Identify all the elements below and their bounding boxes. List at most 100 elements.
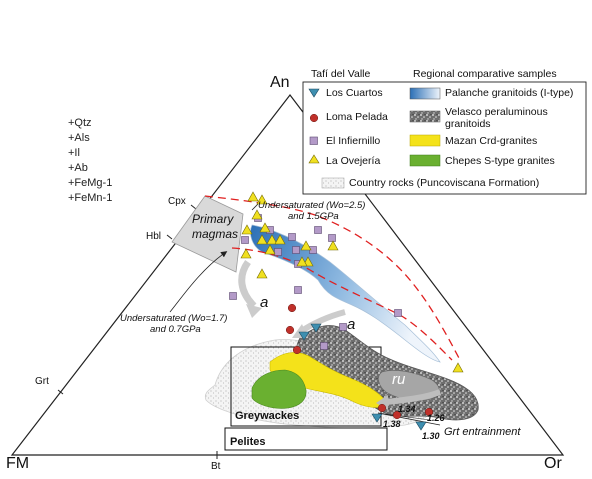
legend-chepes-swatch — [409, 154, 441, 167]
phase-ab: +Ab — [68, 162, 88, 174]
la-ovejeria-marker — [247, 191, 259, 202]
primary-magmas-label-1: Primary — [192, 212, 234, 226]
grt-bracket-2 — [377, 412, 431, 421]
loma-pelada-marker — [392, 410, 402, 420]
cpx-tick — [190, 204, 197, 210]
pelites-label: Pelites — [230, 436, 266, 448]
ru-field — [378, 370, 440, 401]
greywackes-label: Greywackes — [235, 410, 300, 422]
el-infiernillo-marker — [294, 286, 302, 294]
la-ovejeria-marker — [452, 362, 464, 373]
primary-magmas-label-2: magmas — [192, 227, 239, 241]
value-1-26: 1.26 — [427, 413, 445, 423]
el-infiernillo-marker — [320, 342, 328, 350]
legend-el-infiernillo-symbol — [309, 136, 318, 145]
legend-velasco-1: Velasco peraluminous — [445, 106, 548, 118]
los-cuartos-marker — [415, 421, 427, 431]
legend-chepes: Chepes S-type granites — [445, 155, 555, 167]
el-infiernillo-marker — [339, 323, 347, 331]
undersat-high-label-1: Undersaturated (Wo=2.5) — [258, 200, 366, 211]
el-infiernillo-marker — [394, 309, 402, 317]
sample-markers — [229, 191, 464, 431]
la-ovejeria-marker — [274, 234, 286, 245]
apex-or: Or — [544, 455, 562, 472]
legend-la-ovejeria: La Ovejería — [326, 155, 381, 167]
loma-pelada-marker — [285, 325, 295, 335]
process-label-a1: a — [260, 294, 269, 311]
legend-country-rocks: Country rocks (Puncoviscana Formation) — [349, 177, 540, 189]
value-1-38: 1.38 — [383, 419, 401, 429]
legend-loma-pelada: Loma Pelada — [326, 111, 388, 123]
apex-an: An — [270, 74, 290, 91]
legend-loma-pelada-symbol — [309, 113, 319, 123]
legend-palanche-swatch — [409, 87, 441, 100]
grt-entrainment-label: Grt entrainment — [444, 426, 521, 438]
value-1-30: 1.30 — [422, 431, 440, 441]
apex-fm: FM — [6, 455, 30, 472]
phase-list: +Qtz +Als +Il +Ab +FeMg-1 +FeMn-1 — [68, 116, 112, 206]
la-ovejeria-marker — [266, 234, 278, 245]
process-label-a2: a — [347, 316, 356, 333]
ru-label: ru — [392, 371, 406, 388]
tick-grt: Grt — [35, 376, 49, 387]
pelites-box — [224, 427, 388, 451]
legend-velasco-swatch — [409, 110, 441, 123]
el-infiernillo-marker — [314, 226, 322, 234]
el-infiernillo-marker — [274, 248, 282, 256]
el-infiernillo-marker — [328, 234, 336, 242]
loma-pelada-marker — [377, 403, 387, 413]
legend-palanche: Palanche granitoids (I-type) — [445, 87, 574, 99]
chepes-field — [251, 369, 307, 409]
la-ovejeria-marker — [256, 234, 268, 245]
la-ovejeria-marker — [259, 222, 271, 233]
process-arrow-a1 — [238, 259, 257, 309]
palanche-field — [250, 224, 441, 363]
legend-los-cuartos: Los Cuartos — [326, 87, 383, 99]
undersat-high-label-2: and 1.5GPa — [288, 211, 339, 222]
la-ovejeria-marker — [264, 244, 276, 255]
legend-box — [302, 81, 587, 195]
tick-cpx: Cpx — [168, 196, 186, 207]
legend-velasco-2: granitoids — [445, 118, 491, 130]
undersat-low-label-2: and 0.7GPa — [150, 324, 201, 335]
el-infiernillo-marker — [292, 246, 300, 254]
legend-mazan-swatch — [409, 134, 441, 147]
undersat-low-label-1: Undersaturated (Wo=1.7) — [120, 313, 228, 324]
phase-il: +Il — [68, 147, 80, 159]
la-ovejeria-marker — [300, 240, 312, 251]
la-ovejeria-marker — [256, 268, 268, 279]
los-cuartos-marker — [371, 413, 383, 423]
tick-bt: Bt — [211, 461, 221, 472]
grt-tick — [57, 389, 64, 395]
la-ovejeria-marker — [256, 194, 268, 205]
ru-arrow — [385, 389, 442, 405]
legend-los-cuartos-symbol — [308, 88, 320, 98]
loma-pelada-marker — [424, 407, 434, 417]
la-ovejeria-marker — [241, 224, 253, 235]
hbl-tick — [166, 234, 173, 240]
la-ovejeria-marker — [296, 256, 308, 267]
undersat-high-pointer — [251, 203, 259, 211]
phase-femg: +FeMg-1 — [68, 177, 113, 189]
phase-qtz: +Qtz — [68, 117, 92, 129]
legend-country-swatch — [321, 177, 345, 189]
legend-mazan: Mazan Crd-granites — [445, 135, 538, 147]
los-cuartos-marker — [298, 331, 310, 341]
phase-femn: +FeMn-1 — [68, 192, 113, 204]
la-ovejeria-marker — [251, 209, 263, 220]
loma-pelada-marker — [287, 303, 297, 313]
value-1-34: 1.34 — [398, 404, 416, 414]
los-cuartos-marker — [310, 323, 322, 333]
phase-als: +Als — [68, 132, 90, 144]
legend-el-infiernillo: El Infiernillo — [326, 135, 381, 147]
tick-hbl: Hbl — [146, 231, 162, 242]
legend-title-regional: Regional comparative samples — [413, 68, 557, 80]
legend-la-ovejeria-symbol — [308, 154, 320, 164]
undersat-low-pointer — [169, 251, 228, 313]
la-ovejeria-marker — [240, 248, 252, 259]
la-ovejeria-marker — [327, 240, 339, 251]
loma-pelada-marker — [292, 345, 302, 355]
el-infiernillo-marker — [241, 236, 249, 244]
el-infiernillo-marker — [288, 233, 296, 241]
